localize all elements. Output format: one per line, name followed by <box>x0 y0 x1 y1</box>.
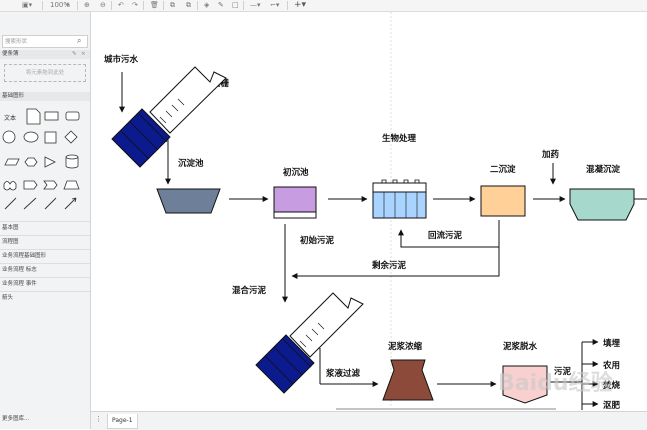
parallelogram-shape[interactable] <box>4 158 20 166</box>
label-dosing[interactable]: 加药 <box>541 149 560 160</box>
search-input[interactable]: 搜索形状 <box>2 35 88 48</box>
label-agri[interactable]: 农用 <box>602 360 620 371</box>
to-back-icon[interactable]: ⧉ <box>186 1 191 9</box>
library-arrows[interactable]: 箭头 <box>0 291 90 303</box>
note-shape[interactable] <box>26 108 41 125</box>
line-shape[interactable] <box>23 197 37 210</box>
label-dewater[interactable]: 泥浆脱水 <box>503 341 538 352</box>
toolbar-divider <box>143 1 144 10</box>
toolbar-divider <box>287 1 288 10</box>
square-shape[interactable] <box>44 131 57 144</box>
page-menu-icon[interactable]: ⋮ <box>95 415 102 423</box>
secondary-clarifier[interactable] <box>480 185 526 217</box>
step-shape[interactable] <box>43 180 58 190</box>
zoom-level[interactable]: 100% <box>50 1 71 9</box>
coagulation-tank[interactable] <box>569 188 635 221</box>
zoom-in-icon[interactable]: ⊕ <box>84 1 90 9</box>
diagram-canvas[interactable]: 城市污水 格栅 沉淀池 初沉池 生物处理 二沉淀 加药 混凝沉淀 初始污泥 回流… <box>91 12 647 410</box>
general-shapes-header[interactable]: 基础图形 <box>0 92 90 101</box>
shadow-icon[interactable]: □ <box>232 1 239 9</box>
edit-icon[interactable]: ✎ <box>72 51 77 57</box>
toolbar-divider <box>111 1 112 10</box>
dewatering-unit[interactable] <box>502 365 548 404</box>
waypoints-icon[interactable]: ⌐▾ <box>270 1 280 9</box>
page-bar: ⋮ Page-1 <box>91 411 647 430</box>
label-mixed-sludge[interactable]: 混合污泥 <box>232 285 267 296</box>
zoom-dropdown-icon[interactable]: ▾ <box>66 1 70 9</box>
arrow-shape[interactable] <box>64 197 77 210</box>
label-filtrate[interactable]: 浆液过滤 <box>325 368 361 379</box>
label-sedimentation[interactable]: 沉淀池 <box>178 158 204 169</box>
tab-page-1[interactable]: Page-1 <box>107 414 138 429</box>
toolbar-divider <box>243 1 244 10</box>
toolbar-divider <box>42 1 43 10</box>
label-coag[interactable]: 混凝沉淀 <box>586 164 621 175</box>
to-front-icon[interactable]: ⧉ <box>170 1 175 9</box>
horizontal-scrollbar[interactable] <box>336 408 556 410</box>
more-shapes-link[interactable]: 更多图库... <box>2 416 30 422</box>
diamond-shape[interactable] <box>64 130 78 144</box>
return-sludge-arrow[interactable] <box>398 220 500 248</box>
page-view-icon[interactable]: ▣▾ <box>22 1 33 9</box>
toolbar-divider <box>163 1 164 10</box>
connection-icon[interactable]: —▾ <box>250 1 261 9</box>
undo-icon[interactable]: ↶ <box>118 1 124 9</box>
label-bio[interactable]: 生物处理 <box>382 133 417 144</box>
line-color-icon[interactable]: ✎ <box>218 1 224 9</box>
redo-icon[interactable]: ↷ <box>132 1 138 9</box>
label-secondary[interactable]: 二沉淀 <box>490 164 516 175</box>
fill-color-icon[interactable]: ◈ <box>204 1 210 9</box>
library-flowchart[interactable]: 流程图 <box>0 235 90 247</box>
primary-tank[interactable] <box>273 186 317 213</box>
grille-screw-conveyor[interactable] <box>111 66 227 168</box>
label-compost[interactable]: 沤肥 <box>603 400 621 410</box>
cloud-shape[interactable] <box>3 181 17 191</box>
label-thicken[interactable]: 泥浆浓缩 <box>388 341 423 352</box>
library-bpmn-general[interactable]: 业务流程基础图形 <box>0 249 90 261</box>
ellipse-shape[interactable] <box>23 131 39 143</box>
insert-icon[interactable]: +▾ <box>294 0 307 10</box>
trapezoid-shape[interactable] <box>63 180 80 190</box>
rounded-rect-shape[interactable] <box>65 111 80 121</box>
toolbar-divider <box>197 1 198 10</box>
label-return-sludge[interactable]: 回流污泥 <box>428 230 463 241</box>
cylinder-shape[interactable] <box>65 154 79 169</box>
scratchpad-header[interactable]: 便条簿 ✎ × <box>0 50 90 59</box>
shape-palette: 文本 <box>2 108 80 210</box>
text-shape[interactable]: 文本 <box>4 114 16 122</box>
line-shape[interactable] <box>44 197 57 210</box>
zoom-out-icon[interactable]: ⊖ <box>100 1 106 9</box>
label-excess-sludge[interactable]: 剩余污泥 <box>372 260 407 271</box>
sludge-thickener[interactable] <box>382 359 434 401</box>
process-shape[interactable] <box>23 180 38 190</box>
label-sludge[interactable]: 污泥 <box>554 366 572 377</box>
circle-shape[interactable] <box>2 130 16 144</box>
close-icon[interactable]: × <box>81 51 86 57</box>
diagram: 城市污水 格栅 沉淀池 初沉池 生物处理 二沉淀 加药 混凝沉淀 初始污泥 回流… <box>104 12 647 410</box>
scratchpad-drop-area[interactable]: 将元素拖到此处 <box>4 64 86 82</box>
delete-icon[interactable]: 🗑 <box>150 1 159 9</box>
hexagon-shape[interactable] <box>24 157 38 167</box>
triangle-shape[interactable] <box>44 156 56 168</box>
excess-sludge-arrow[interactable] <box>291 247 500 279</box>
label-city-sewage[interactable]: 城市污水 <box>104 54 139 65</box>
label-primary-sludge[interactable]: 初始污泥 <box>300 235 335 246</box>
sludge-screw-conveyor[interactable] <box>255 292 364 394</box>
library-bpmn-gateways[interactable]: 业务流程 标志 <box>0 263 90 275</box>
scratchpad-title: 便条簿 <box>2 51 19 57</box>
search-icon[interactable]: ⌕ <box>77 36 82 45</box>
rectangle-shape[interactable] <box>44 111 59 121</box>
label-incinerate[interactable]: 焚烧 <box>602 380 621 391</box>
library-bpmn-events[interactable]: 业务流程 事件 <box>0 277 90 289</box>
watermark: Baidu经验 <box>498 370 613 396</box>
library-basic[interactable]: 基本图 <box>0 221 90 233</box>
sedimentation-basin[interactable] <box>156 188 221 214</box>
line-shape[interactable] <box>4 197 17 210</box>
toolbar: ▣▾ 100% ▾ ⊕ ⊖ ↶ ↷ 🗑 ⧉ ⧉ ◈ ✎ □ —▾ ⌐▾ +▾ <box>0 0 647 12</box>
label-landfill[interactable]: 填埋 <box>603 338 621 349</box>
bio-reactor[interactable] <box>372 179 427 219</box>
label-primary[interactable]: 初沉池 <box>283 167 309 178</box>
toolbar-divider <box>77 1 78 10</box>
